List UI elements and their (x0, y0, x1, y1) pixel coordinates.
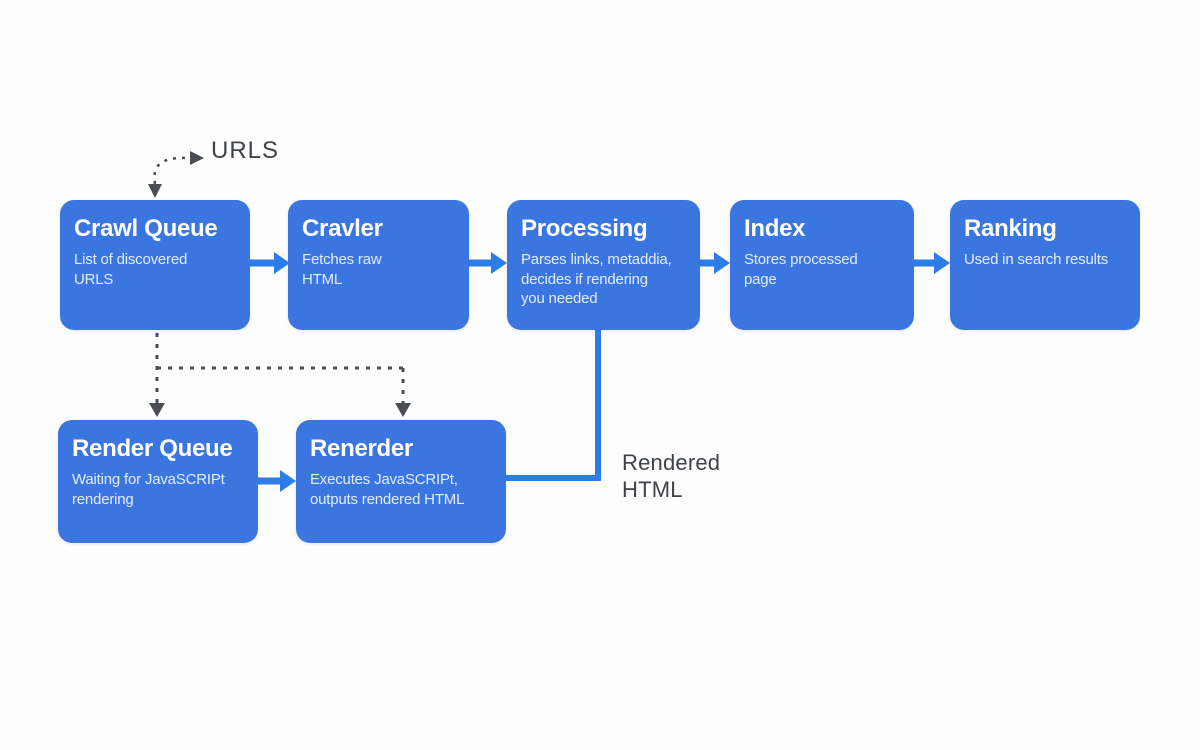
node-title: Processing (521, 215, 648, 242)
dashed-arrow-urls-input (148, 151, 204, 198)
node-title: Renerder (310, 435, 413, 462)
node-title: Render Queue (72, 435, 233, 462)
arrow-crawler-to-processing (469, 252, 507, 274)
node-render-queue: Render Queue Waiting for JavaSCRIPt rend… (58, 420, 258, 543)
node-renderer: Renerder Executes JavaSCRIPt, outputs re… (296, 420, 506, 543)
node-description: Stores processed page (744, 250, 858, 288)
arrow-renderqueue-to-renderer (258, 470, 296, 492)
arrow-processing-to-index (700, 252, 730, 274)
node-ranking: Ranking Used in search results (950, 200, 1140, 330)
node-crawler: Cravler Fetches raw HTML (288, 200, 469, 330)
urls-label: URLS (211, 137, 280, 164)
dashed-arrow-crawlqueue-to-renderqueue (149, 333, 165, 417)
node-crawl-queue: Crawl Queue List of discovered URLS (60, 200, 250, 330)
node-index: Index Stores processed page (730, 200, 914, 330)
node-title: Index (744, 215, 806, 242)
arrow-crawlqueue-to-crawler (250, 252, 290, 274)
rendered-html-label: Rendered HTML (622, 450, 721, 502)
dashed-arrow-branch-to-renderer (157, 366, 411, 417)
node-description: Fetches raw HTML (302, 250, 382, 288)
node-title: Cravler (302, 215, 383, 242)
node-processing: Processing Parses links, metaddia, decid… (507, 200, 700, 330)
connector-renderer-to-processing (506, 330, 601, 481)
node-title: Ranking (964, 215, 1057, 242)
node-title: Crawl Queue (74, 215, 218, 242)
node-description: Executes JavaSCRIPt, outputs rendered HT… (310, 470, 465, 508)
node-description: Waiting for JavaSCRIPt rendering (72, 470, 225, 508)
arrow-index-to-ranking (914, 252, 950, 274)
node-description: Used in search results (964, 250, 1108, 268)
node-description: List of discovered URLS (74, 250, 188, 288)
node-description: Parses links, metaddia, decides if rende… (521, 250, 672, 308)
